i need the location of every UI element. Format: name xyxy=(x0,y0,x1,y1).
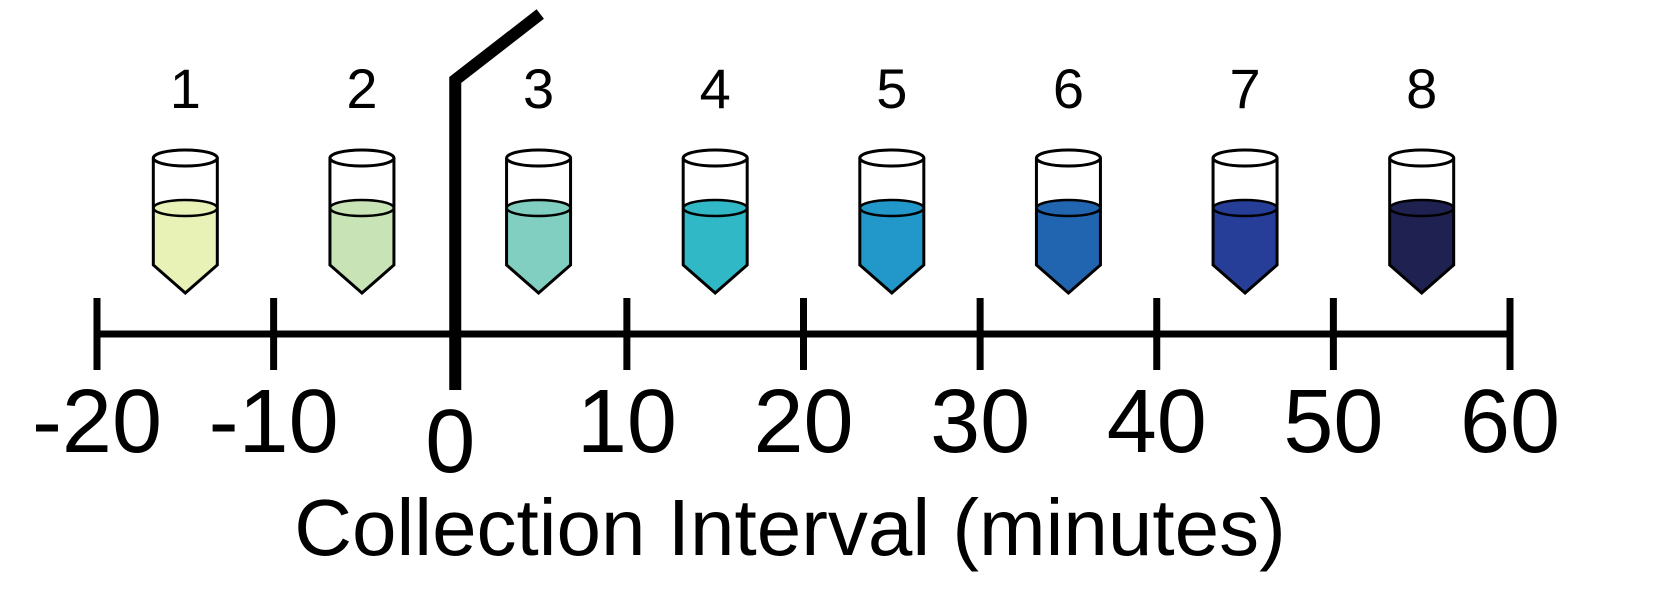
tube-number: 4 xyxy=(700,57,731,120)
tubes-group: 1 2 3 4 5 6 7 8 xyxy=(151,57,1456,295)
tube-outline xyxy=(505,158,573,295)
tube-3: 3 xyxy=(505,57,573,295)
tube-outline xyxy=(1034,158,1102,295)
tube-rim xyxy=(151,148,219,168)
tick-label: 30 xyxy=(930,372,1030,472)
tube-liquid xyxy=(329,208,394,293)
liquid-surface xyxy=(328,198,396,218)
axis-title: Collection Interval (minutes) xyxy=(294,483,1285,572)
tube-outline xyxy=(1388,158,1456,295)
tube-number: 2 xyxy=(346,57,377,120)
tube-rim xyxy=(1034,148,1102,168)
tube-2: 2 xyxy=(328,57,396,295)
time-zero-marker xyxy=(449,9,544,390)
liquid-surface xyxy=(1211,198,1279,218)
tube-number: 6 xyxy=(1053,57,1084,120)
tube-liquid xyxy=(1213,208,1278,293)
liquid-surface xyxy=(1035,198,1102,218)
tube-7: 7 xyxy=(1211,57,1279,295)
tube-liquid xyxy=(1389,208,1454,293)
tube-4: 4 xyxy=(681,57,749,295)
tick-label: -20 xyxy=(32,372,162,472)
tube-liquid xyxy=(1036,208,1101,293)
tube-6: 6 xyxy=(1034,57,1102,295)
liquid-surface xyxy=(505,198,572,218)
tick-label: 60 xyxy=(1460,372,1560,472)
tick-label: 40 xyxy=(1107,372,1207,472)
axis-ticks: -20 -10 0 10 20 30 40 50 60 xyxy=(32,298,1560,492)
tick-label: 0 xyxy=(425,392,475,492)
tube-liquid xyxy=(859,208,924,293)
tube-5: 5 xyxy=(858,57,926,295)
tube-8: 8 xyxy=(1388,57,1456,295)
tube-number: 1 xyxy=(170,57,201,120)
liquid-surface xyxy=(681,198,749,218)
tube-rim xyxy=(858,148,926,168)
tube-liquid xyxy=(153,208,218,293)
tube-outline xyxy=(681,158,749,295)
tick-label: -10 xyxy=(209,372,339,472)
injection-marker xyxy=(449,9,544,390)
liquid-surface xyxy=(1388,198,1455,218)
tube-number: 8 xyxy=(1406,57,1437,120)
tick-label: 20 xyxy=(753,372,853,472)
tick-label: 50 xyxy=(1283,372,1383,472)
tube-rim xyxy=(1211,148,1279,168)
tube-liquid xyxy=(506,208,571,293)
tube-rim xyxy=(505,148,573,168)
tube-number: 3 xyxy=(523,57,554,120)
tube-rim xyxy=(681,148,749,168)
tube-rim xyxy=(328,148,396,168)
tube-liquid xyxy=(683,208,748,293)
liquid-surface xyxy=(858,198,926,218)
tube-outline xyxy=(328,158,396,295)
tube-outline xyxy=(1211,158,1279,295)
tube-number: 5 xyxy=(876,57,907,120)
tube-1: 1 xyxy=(151,57,219,295)
tick-label: 10 xyxy=(577,372,677,472)
tube-outline xyxy=(151,158,219,295)
tube-number: 7 xyxy=(1229,57,1260,120)
tube-outline xyxy=(858,158,926,295)
tube-rim xyxy=(1388,148,1456,168)
liquid-surface xyxy=(152,198,219,218)
